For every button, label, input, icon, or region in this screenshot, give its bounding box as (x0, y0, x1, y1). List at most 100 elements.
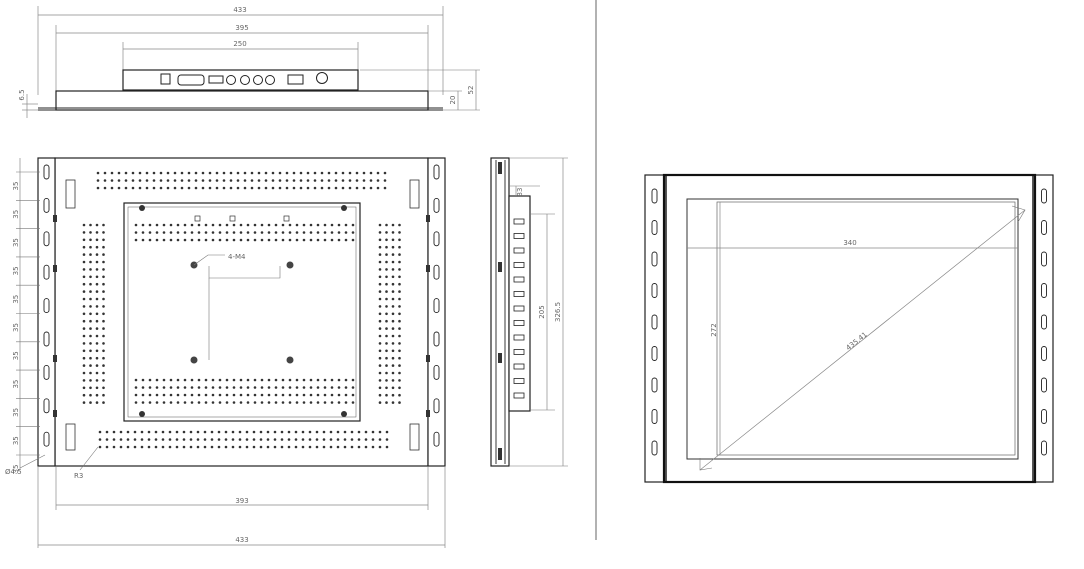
vent-hole (378, 223, 382, 227)
vent-hole (260, 378, 264, 382)
vent-hole (398, 356, 401, 360)
vent-hole (243, 179, 247, 182)
vent-hole (299, 179, 303, 182)
vent-hole (190, 238, 194, 242)
vent-hole (273, 430, 277, 434)
vent-hole (133, 445, 137, 449)
vesa-hole (286, 356, 294, 364)
vent-hole (82, 253, 86, 256)
display-view: 340 272 435.41 (644, 173, 1054, 484)
vent-hole (162, 238, 166, 242)
bracket-slot (43, 298, 50, 314)
vent-hole (95, 356, 99, 360)
bracket-slot (433, 264, 440, 280)
vent-hole (183, 223, 187, 227)
vent-hole (131, 179, 135, 182)
vent-hole (378, 245, 382, 249)
side-view: 33 205 326.5 (490, 157, 568, 467)
vent-hole (155, 378, 159, 382)
vent-hole (211, 378, 215, 382)
vent-hole (96, 186, 100, 190)
vent-hole (306, 186, 310, 190)
vent-hole (301, 430, 305, 434)
vent-hole (105, 430, 109, 434)
vent-hole (391, 260, 395, 264)
vent-hole (180, 179, 184, 182)
vent-hole (350, 438, 354, 441)
vent-hole (176, 401, 180, 404)
vent-hole (155, 223, 159, 227)
vent-hole (141, 401, 145, 404)
vent-hole (82, 334, 86, 338)
vent-hole (89, 282, 92, 286)
vent-hole (288, 223, 292, 227)
vent-hole (169, 378, 173, 382)
vent-hole (187, 186, 191, 190)
vent-hole (344, 393, 348, 397)
vent-hole (102, 312, 105, 316)
vent-hole (308, 430, 312, 434)
bracket-slot (1041, 220, 1047, 235)
vent-hole (95, 312, 99, 316)
vent-hole (378, 275, 382, 279)
pitch-label: 35 (12, 210, 20, 219)
vent-hole (281, 223, 285, 227)
vent-hole (378, 342, 382, 345)
vent-hole (134, 393, 138, 397)
vent-hole (348, 186, 352, 190)
vent-hole (320, 171, 324, 175)
vent-hole (281, 231, 285, 234)
bracket-slot (43, 398, 50, 414)
vent-hole (378, 253, 382, 256)
vent-hole (162, 393, 166, 397)
vent-hole (182, 438, 186, 441)
vent-hole (378, 401, 382, 404)
vent-hole (385, 438, 389, 441)
vent-hole (236, 171, 240, 175)
bracket-slot (433, 164, 440, 180)
vent-hole (126, 430, 130, 434)
vent-hole (162, 401, 166, 404)
vent-hole (162, 378, 166, 382)
side-fin (513, 363, 525, 370)
vent-hole (391, 401, 395, 404)
top-dim-52: 52 (467, 86, 475, 95)
vent-hole (189, 438, 193, 441)
vent-hole (383, 186, 387, 190)
vent-hole (302, 231, 306, 234)
vent-hole (285, 171, 289, 175)
vent-hole (391, 342, 395, 345)
vent-hole (138, 186, 142, 190)
vent-hole (344, 231, 348, 234)
vent-hole (281, 238, 285, 242)
vent-hole (224, 445, 228, 449)
vent-hole (295, 238, 299, 242)
vent-hole (250, 179, 254, 182)
vent-hole (239, 378, 243, 382)
vent-hole (257, 179, 261, 182)
vent-hole (341, 186, 345, 190)
vent-hole (264, 171, 268, 175)
vent-hole (316, 386, 320, 389)
vent-hole (341, 179, 345, 182)
vent-hole (208, 186, 212, 190)
vent-hole (378, 334, 382, 338)
vent-hole (95, 305, 99, 308)
vent-hole (89, 312, 92, 316)
r3-label: R3 (74, 472, 83, 480)
side-fin (513, 247, 525, 254)
vent-hole (391, 290, 395, 293)
vent-hole (82, 349, 86, 353)
vent-hole (239, 223, 243, 227)
vent-hole (166, 171, 170, 175)
vent-hole (196, 430, 200, 434)
pitch-label: 35 (12, 436, 20, 445)
vent-hole (245, 438, 249, 441)
vent-hole (351, 378, 355, 382)
vent-hole (89, 401, 92, 404)
vent-hole (175, 445, 179, 449)
vent-hole (141, 386, 145, 389)
plate-screw (139, 411, 145, 417)
vent-hole (126, 445, 130, 449)
vent-hole (161, 430, 165, 434)
